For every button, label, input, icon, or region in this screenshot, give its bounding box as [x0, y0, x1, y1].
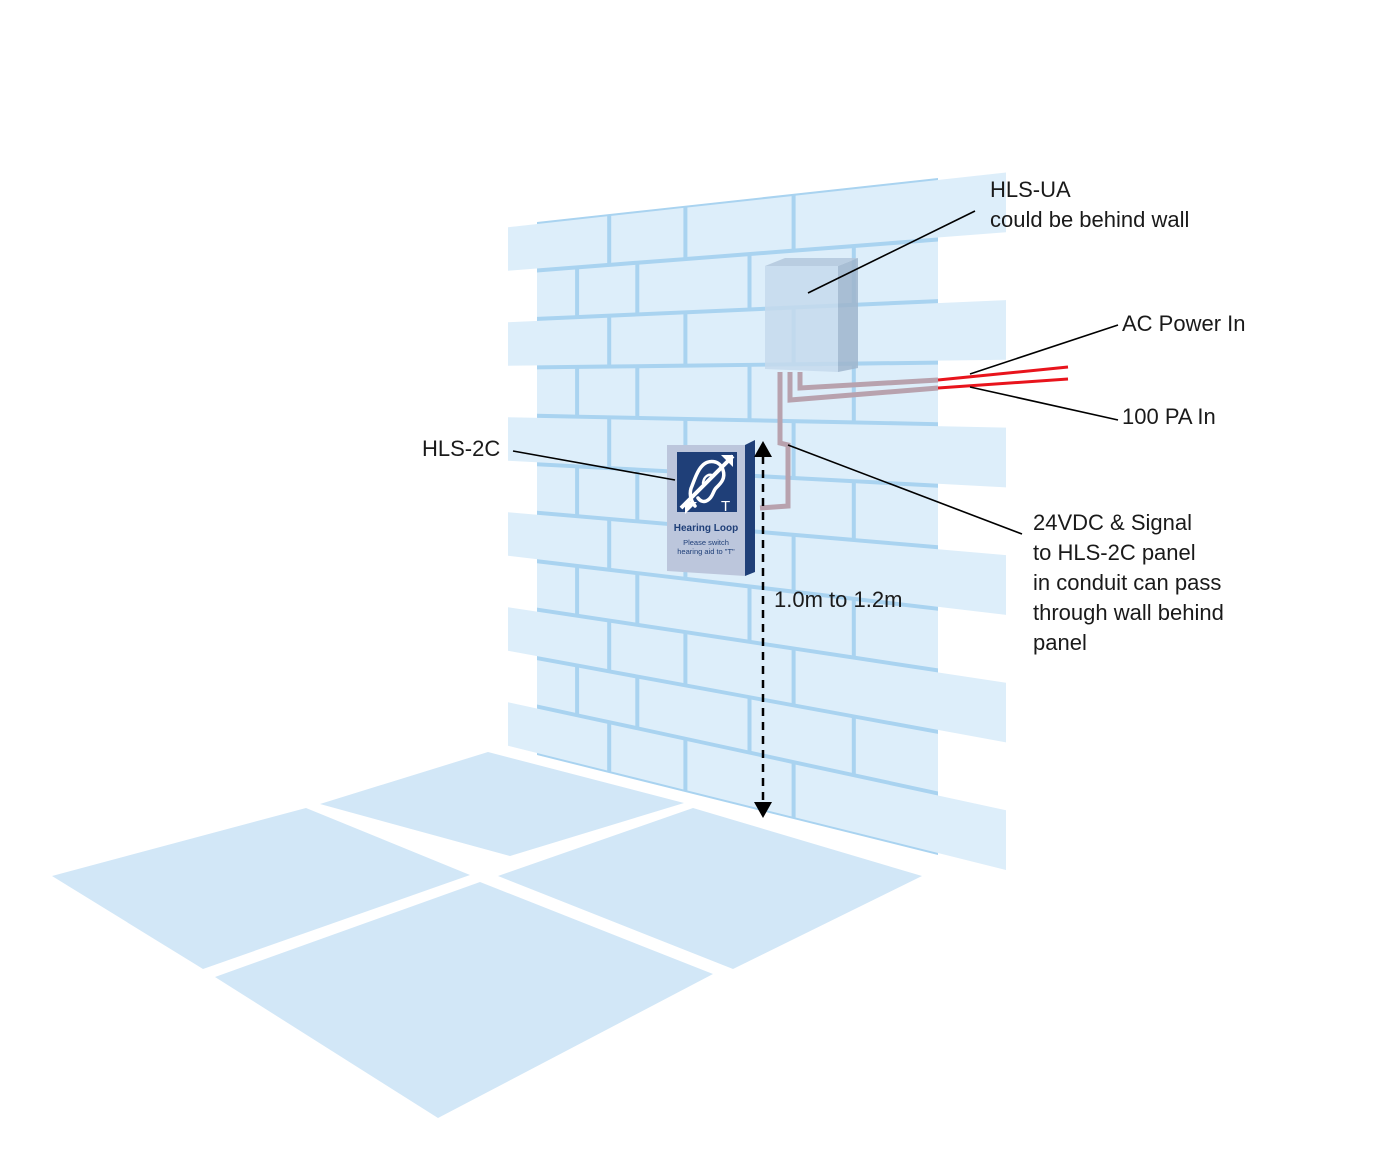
dimension-arrow-up-icon [754, 441, 772, 457]
hls-ua-box-side [838, 258, 858, 372]
brick [639, 366, 748, 419]
brick [611, 314, 684, 365]
brick [579, 568, 636, 623]
leader-conduit [787, 444, 1023, 535]
conduit-note-line1: 24VDC & Signal [1033, 510, 1192, 535]
brick [795, 172, 1006, 249]
hls-2c-sign: T Hearing Loop Please switch hearing aid… [667, 440, 755, 576]
conduit-note-line3: in conduit can pass [1033, 570, 1221, 595]
brick [537, 466, 576, 514]
labels: HLS-UA could be behind wall AC Power In … [422, 177, 1246, 655]
brick [611, 622, 684, 683]
brick [795, 650, 1006, 743]
floor [52, 752, 922, 1118]
brick [751, 477, 852, 538]
hls-ua-box-face [765, 266, 838, 372]
sign-subtitle-line2: hearing aid to "T" [677, 547, 735, 556]
brick [795, 537, 1006, 615]
brick [508, 607, 608, 669]
brick [795, 764, 1006, 870]
sign-side [745, 440, 755, 576]
ac-power-label: AC Power In [1122, 311, 1246, 336]
leader-hls-ua [807, 210, 976, 294]
brick [579, 468, 636, 520]
brick [639, 575, 748, 640]
brick [611, 521, 684, 577]
hls-ua-label: HLS-UA [990, 177, 1071, 202]
height-dimension: 1.0m to 1.2m [754, 441, 902, 818]
conduit-note-line4: through wall behind [1033, 600, 1224, 625]
brick [537, 563, 576, 614]
brick [579, 264, 636, 315]
conduit-note-line5: panel [1033, 630, 1087, 655]
brick [855, 241, 938, 303]
brick [751, 365, 852, 421]
brick [508, 216, 608, 271]
hls-ua-note: could be behind wall [990, 207, 1189, 232]
brick [508, 512, 608, 568]
ear-icon [679, 454, 735, 514]
brick [639, 678, 748, 751]
hls-2c-label: HLS-2C [422, 436, 500, 461]
leader-ac-power [969, 324, 1119, 375]
brick [855, 718, 938, 792]
floor-tile [215, 882, 713, 1118]
brick [687, 634, 792, 703]
brick [795, 423, 1006, 488]
brick [751, 588, 852, 656]
conduit-note-line2: to HLS-2C panel [1033, 540, 1196, 565]
sign-subtitle-line1: Please switch [683, 538, 729, 547]
brick [639, 256, 748, 313]
brick [537, 660, 576, 713]
brick [687, 741, 792, 817]
brick [855, 483, 938, 546]
brick [611, 419, 684, 471]
brick-wall [508, 172, 1006, 870]
floor-tile [498, 808, 922, 969]
brick [611, 724, 684, 790]
leader-hls-2c [512, 450, 676, 481]
brick [611, 207, 684, 263]
sign-t-glyph: T [721, 498, 730, 515]
brick [855, 601, 938, 669]
ac-power-cable [937, 365, 1069, 382]
floor-tile [52, 808, 470, 969]
conduit-lower [787, 372, 939, 403]
brick [508, 317, 608, 366]
brick [537, 368, 576, 415]
hls-ua-box [765, 258, 858, 372]
brick [537, 269, 576, 317]
conduit-upper [797, 372, 939, 391]
leader-lines [512, 210, 1119, 535]
pa-in-label: 100 PA In [1122, 404, 1216, 429]
conduits [759, 365, 1069, 511]
brick [751, 699, 852, 773]
leader-pa-in [969, 386, 1119, 421]
floor-tile [320, 752, 684, 856]
hls-ua-box-top [765, 258, 858, 266]
dimension-arrow-down-icon [754, 802, 772, 818]
brick [508, 702, 608, 771]
pa-input-cable [937, 377, 1069, 390]
brick [687, 196, 792, 257]
sign-title: Hearing Loop [674, 523, 738, 534]
brick [579, 667, 636, 726]
brick [579, 368, 636, 416]
height-range-label: 1.0m to 1.2m [774, 587, 902, 612]
